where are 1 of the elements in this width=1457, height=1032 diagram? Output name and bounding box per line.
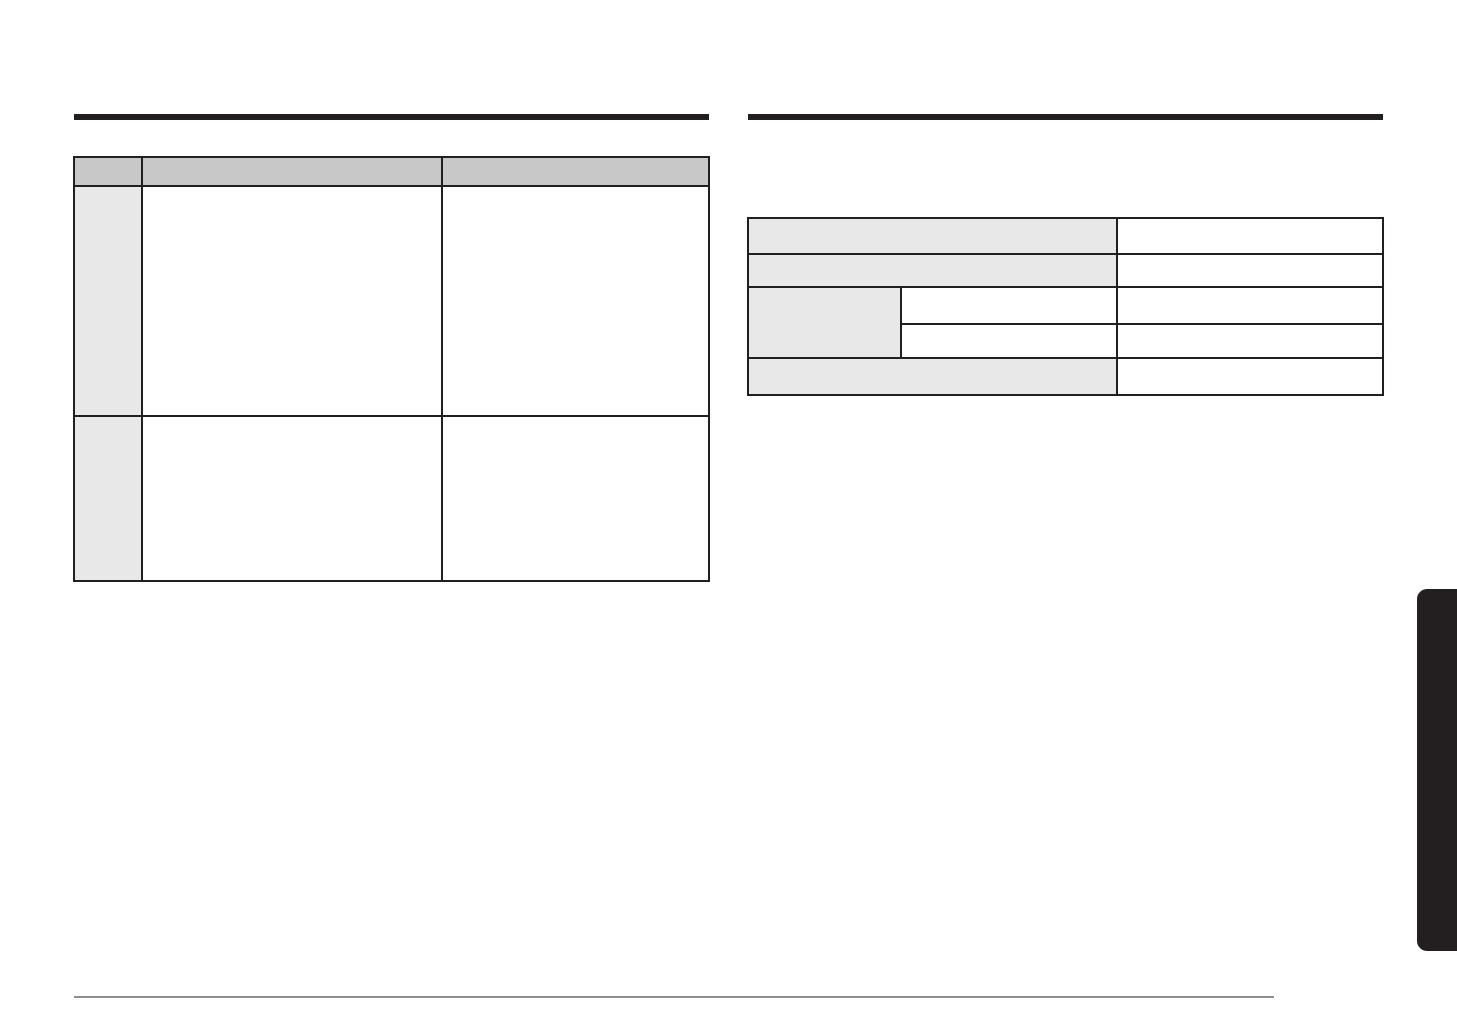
side-tab [1417,589,1457,951]
